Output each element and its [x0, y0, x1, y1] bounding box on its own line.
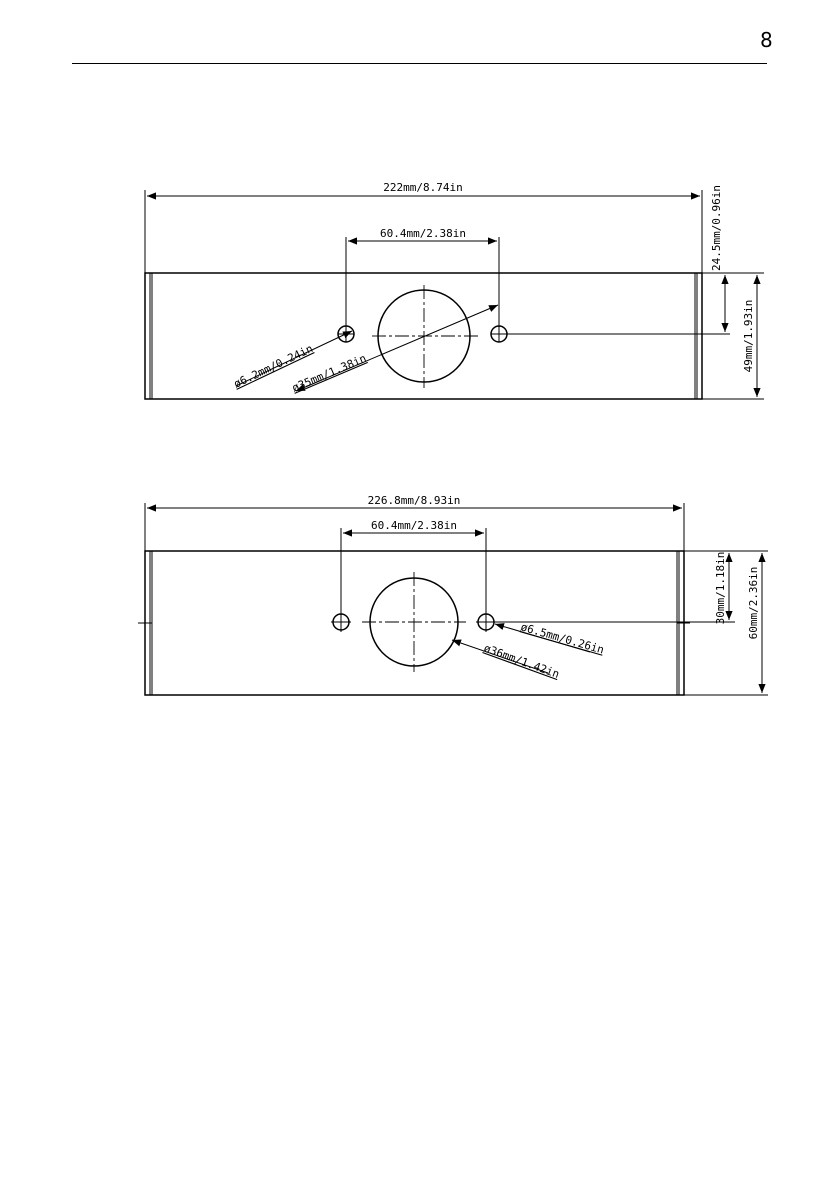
bottom-width-label: 226.8mm/8.93in [368, 494, 461, 507]
bottom-body-outline [145, 551, 684, 695]
top-spacing-label: 60.4mm/2.38in [380, 227, 466, 240]
top-height-label: 49mm/1.93in [742, 300, 755, 373]
bottom-large-hole-label: ø36mm/1.42in [482, 642, 561, 681]
bottom-spacing-label: 60.4mm/2.38in [371, 519, 457, 532]
top-drawing: 222mm/8.74in 60.4mm/2.38in 24.5mm/0.96in… [145, 181, 764, 399]
top-offset-label: 24.5mm/0.96in [710, 185, 723, 271]
bottom-drawing: 226.8mm/8.93in 60.4mm/2.38in 30mm/1.18in… [138, 494, 768, 695]
top-width-label: 222mm/8.74in [383, 181, 462, 194]
bottom-offset-label: 30mm/1.18in [714, 552, 727, 625]
bottom-height-label: 60mm/2.36in [747, 567, 760, 640]
bottom-small-hole-label: ø6.5mm/0.26in [519, 620, 605, 656]
